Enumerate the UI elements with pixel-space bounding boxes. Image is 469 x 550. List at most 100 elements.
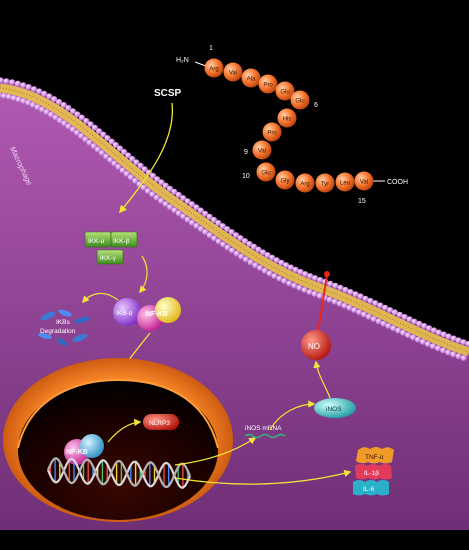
membrane-lipid-head	[162, 182, 169, 189]
membrane-lipid-head	[421, 323, 428, 330]
membrane-lipid-head	[74, 129, 81, 136]
membrane-lipid-head	[377, 302, 384, 309]
ikk-to-ikb-arrow	[139, 255, 148, 294]
membrane-lipid-head	[25, 99, 32, 107]
membrane-lipid-head	[273, 257, 280, 264]
membrane-lipid-head	[233, 232, 240, 239]
membrane-lipid-head	[202, 229, 209, 236]
dna-to-inos-mrna-arrow	[174, 437, 257, 466]
membrane-lipid-head	[266, 270, 273, 277]
membrane-lipid-head	[111, 160, 118, 167]
membrane-lipid-head	[431, 327, 438, 334]
membrane-lipid-head	[276, 275, 283, 282]
membrane-lipid-head	[211, 235, 218, 242]
peptide-residue-label: Pro	[263, 82, 273, 88]
ikb-to-degradation-arrow	[82, 292, 119, 304]
membrane-lipid-head	[281, 278, 288, 285]
membrane-lipid-head	[171, 207, 178, 214]
position-label: 9	[244, 149, 248, 156]
membrane-lipid-head	[362, 295, 369, 302]
membrane-lipid-head	[311, 291, 318, 298]
membrane-lipid-head	[425, 341, 432, 348]
membrane-lipid-head	[341, 302, 348, 309]
membrane-lipid-head	[36, 88, 43, 95]
membrane-lipid-head	[416, 320, 423, 327]
membrane-lipid-head	[405, 332, 412, 339]
ikk-gamma-block	[96, 249, 124, 265]
membrane-lipid-head	[70, 108, 77, 115]
peptide-residue-label: Val	[258, 148, 266, 154]
membrane-lipid-head	[411, 318, 418, 325]
membrane-lipid-head	[385, 323, 392, 330]
peptide-residue-label: Val	[229, 70, 237, 76]
peptide-residue	[315, 173, 335, 193]
ikbs-degradation-fragments	[38, 309, 90, 346]
dna-strand	[46, 457, 192, 489]
membrane-lipid-head	[82, 136, 89, 143]
peptide-residue-label: Gly	[281, 178, 290, 184]
membrane-lipid-head	[445, 349, 452, 356]
membrane-lipid-head	[307, 273, 314, 280]
membrane-lipid-head	[351, 307, 358, 314]
membrane-lipid-head	[342, 286, 349, 294]
membrane-lipid-head	[435, 329, 443, 336]
membrane-lipid-head	[251, 243, 258, 250]
membrane-lipid-head	[87, 121, 94, 128]
membrane-lipid-tails	[0, 83, 469, 357]
membrane-lipid-head	[252, 262, 259, 269]
membrane-lipid-head	[215, 238, 222, 245]
membrane-lipid-head	[361, 311, 368, 318]
membrane-lipid-head	[278, 259, 285, 266]
c-terminus-label: COOH	[387, 179, 408, 186]
membrane-lipid-head	[167, 185, 174, 192]
membrane-lipid-head	[158, 197, 165, 205]
membrane-lipid-head	[337, 284, 344, 291]
membrane-lipid-head	[460, 339, 467, 346]
membrane-lipid-head	[197, 207, 204, 214]
peptide-residue	[256, 162, 276, 182]
membrane-lipid-head	[366, 313, 373, 320]
membrane-lipid-head	[440, 347, 447, 354]
membrane-lipid-head	[51, 96, 58, 103]
membrane-lipid-head	[401, 314, 408, 321]
membrane-lipid-head	[96, 128, 103, 135]
peptide-residue	[354, 171, 374, 191]
membrane-lipid-head	[316, 292, 324, 300]
membrane-lipid-head	[94, 146, 102, 153]
nlrp3-label: NLRP3	[149, 420, 170, 427]
membrane-lipid-head	[56, 99, 63, 106]
membrane-lipid-head	[140, 184, 147, 191]
membrane-lipid-head	[233, 250, 240, 257]
peptide-residue-label: Glu	[261, 170, 270, 176]
membrane-lipid-head	[367, 297, 374, 305]
position-label: 1	[209, 45, 213, 52]
position-label: 15	[358, 198, 366, 205]
peptide-residue-label: Glu	[280, 89, 289, 95]
membrane-lipid-head	[406, 316, 413, 323]
membrane-lipid-head	[158, 179, 165, 186]
membrane-lipid-head	[153, 194, 160, 201]
membrane-lipid-head	[48, 111, 55, 118]
membrane-lipid-head	[202, 210, 209, 217]
membrane-lipid-head	[455, 337, 462, 344]
ikk-alpha-label: IKK-α	[88, 238, 105, 245]
peptide-residue-label: Arg	[300, 181, 309, 187]
membrane-lipid-head	[104, 135, 111, 142]
peptide-residue-label: Ala	[247, 76, 256, 82]
membrane-lipid-head	[78, 114, 86, 121]
membrane-lipid-head	[382, 304, 389, 311]
membrane-lipid-head	[400, 329, 407, 337]
membrane-lipid-head	[193, 204, 200, 211]
nfkb-label: NF-KB	[146, 311, 168, 318]
membrane-lipid-head	[9, 79, 16, 86]
nfkb-right-sphere	[155, 297, 181, 323]
membrane-lipid-head	[90, 143, 97, 150]
membrane-lipid-head	[380, 320, 387, 327]
membrane-lipid-head	[296, 284, 303, 292]
inos-to-no-arrow	[313, 360, 331, 399]
membrane-lipid-head	[375, 318, 382, 325]
membrane-lipid-head	[46, 93, 53, 100]
membrane-lipid-head	[78, 133, 85, 140]
membrane-lipid-head	[1, 93, 8, 100]
membrane-lipid-head	[141, 166, 148, 173]
